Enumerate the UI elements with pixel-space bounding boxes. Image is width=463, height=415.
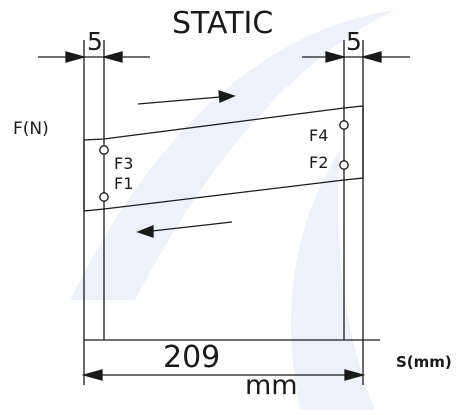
f2-label: F2	[309, 153, 328, 172]
forward-arrow-line	[137, 96, 221, 105]
f1-marker	[99, 192, 109, 202]
x-axis-label: S(mm)	[396, 353, 452, 371]
dim-left-arrowhead-b	[101, 51, 123, 63]
f1-label: F1	[114, 174, 133, 193]
dim-left-label: 5	[87, 27, 103, 56]
f3-marker	[99, 145, 109, 155]
return-arrowhead	[136, 225, 154, 238]
dim-left-arrowhead-a	[65, 51, 87, 63]
span-value: 209	[163, 340, 220, 375]
y-axis-label: F(N)	[13, 119, 49, 139]
force-curve	[83, 105, 364, 212]
span-arrowhead-right	[344, 369, 366, 381]
watermark	[70, 10, 395, 410]
f4-marker	[339, 120, 349, 130]
dim-right-arrowhead-b	[360, 51, 382, 63]
return-arrow-line	[151, 221, 233, 232]
dim-right-label: 5	[346, 27, 362, 56]
dim-right-arrowhead-a	[325, 51, 347, 63]
forward-arrowhead	[218, 90, 236, 103]
span-unit: mm	[245, 370, 298, 401]
diagram-title: STATIC	[172, 6, 273, 41]
span-arrowhead-left	[81, 369, 103, 381]
f3-label: F3	[114, 154, 133, 173]
f4-label: F4	[309, 126, 328, 145]
f2-marker	[339, 160, 349, 170]
